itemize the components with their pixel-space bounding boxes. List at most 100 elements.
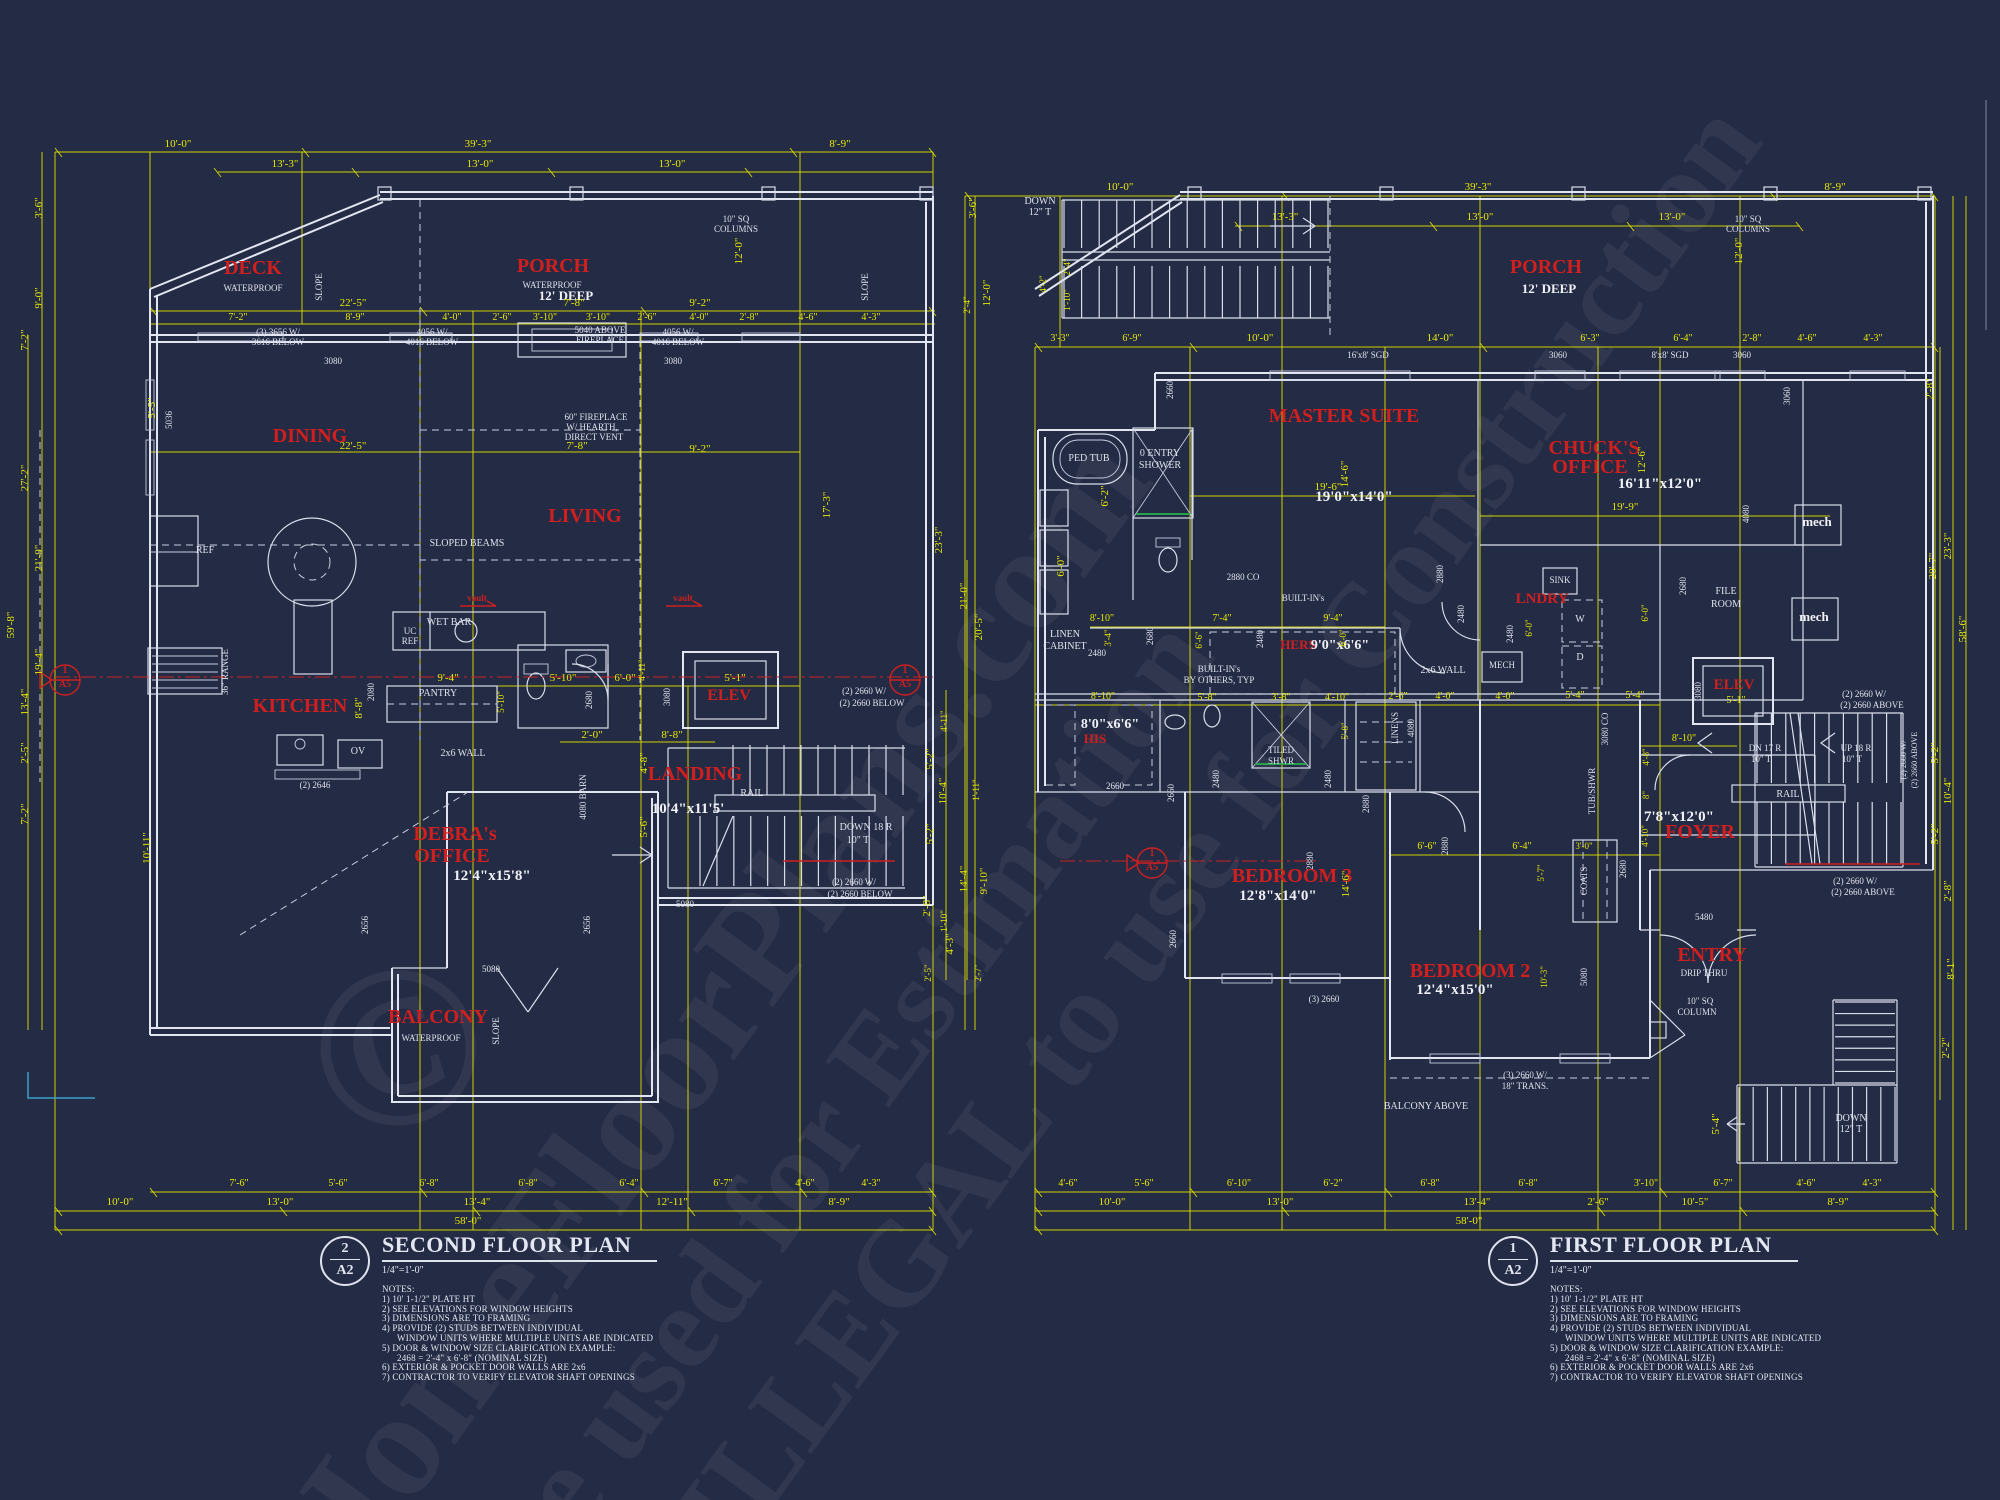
- plan-label: 6'-3": [1580, 333, 1599, 344]
- plan-label: LINENS: [1390, 712, 1400, 744]
- plan-label: OFFICE: [1552, 456, 1628, 478]
- plan-label: WET BAR: [427, 617, 472, 628]
- plan-label: PED TUB: [1068, 453, 1110, 464]
- plan-label: 3'-10": [533, 312, 557, 323]
- plan-label: 5040 ABOVE: [575, 325, 626, 335]
- plan-label: 3'-8": [1271, 692, 1290, 703]
- plan-label: 3060: [1549, 350, 1568, 360]
- plan-label: 2'-4": [1062, 258, 1072, 276]
- plan-label: 8'-10": [1672, 733, 1696, 744]
- plan-label: 3'-10": [586, 312, 610, 323]
- plan-label: 9'0"x6'6": [1311, 638, 1369, 653]
- plan-label: 5'-2": [1929, 742, 1941, 763]
- note-line: 2) SEE ELEVATIONS FOR WINDOW HEIGHTS: [382, 1303, 573, 1314]
- plan-label: 22'-5": [340, 297, 367, 309]
- labels-layer: 10'-0"39'-3"8'-9"13'-3"13'-0"13'-0"3'-6"…: [5, 138, 1969, 1227]
- plan-label: 14'-0": [1427, 332, 1454, 344]
- plan-label: TILED: [1268, 745, 1294, 755]
- plan-scale: 1/4"=1'-0": [1550, 1265, 1592, 1276]
- plan-label: 2880 CO: [1227, 572, 1260, 582]
- plan-label: 2'-6": [1587, 1196, 1608, 1208]
- plan-label: 2x6 WALL: [440, 748, 485, 759]
- plan-label: (2) 2660 ABOVE: [1840, 700, 1904, 710]
- plan-label: 2480: [1255, 630, 1265, 649]
- plan-label: 5'-5": [146, 397, 158, 418]
- plan-label: vault: [673, 593, 693, 603]
- plan-label: 2'-8": [739, 312, 758, 323]
- plan-label: 2'-8": [1942, 880, 1954, 901]
- plan-label: 2'-4": [962, 296, 972, 314]
- plan-label: 8'x8' SGD: [1652, 350, 1689, 360]
- plan-label: 5'-6": [328, 1178, 347, 1189]
- plan-label: 2'-6": [637, 312, 656, 323]
- plan-label: 10" SQ: [1687, 996, 1714, 1006]
- plan-label: DOWN 18 R: [840, 822, 893, 833]
- plan-label: 2660: [1168, 930, 1178, 949]
- plan-label: ELEV: [707, 687, 751, 704]
- plan-label: 2x6 WALL: [1420, 665, 1465, 676]
- note-line: 1) 10' 1-1/2" PLATE HT: [382, 1293, 476, 1304]
- plan-label: LIVING: [548, 505, 622, 527]
- plan-label: 1'-10": [939, 910, 949, 932]
- plan-label: 8'-10": [1091, 691, 1115, 702]
- plan-label: 2656: [582, 916, 592, 935]
- plan-label: 5'-4": [1625, 690, 1644, 701]
- plan-label: 58'-6": [1957, 616, 1969, 643]
- plan-label: LINEN: [1050, 629, 1080, 640]
- plan-label: 6'-8": [1420, 1178, 1439, 1189]
- plan-scale: 1/4"=1'-0": [382, 1265, 424, 1276]
- plan-label: (2) 2660 BELOW: [828, 889, 893, 899]
- section-marker: [39, 664, 921, 696]
- plan-label: 4'-0": [1435, 691, 1454, 702]
- plan-label: 6'-6": [1417, 841, 1436, 852]
- plan-label: 5'-6": [1134, 1178, 1153, 1189]
- plan-label: 4'-11": [939, 710, 949, 732]
- plan-label: 4'-3": [1862, 1178, 1881, 1189]
- plan-label: (3) 2660 W/: [1503, 1070, 1547, 1080]
- plan-label: 1: [63, 665, 68, 676]
- plan-label: 19'-6": [1315, 481, 1342, 493]
- plan-label: 5'-2": [924, 823, 936, 844]
- plan-label: 9'-4": [437, 672, 458, 684]
- plan-label: ELEV: [1714, 677, 1755, 693]
- plan-label: (2) 2660 W/: [1842, 689, 1886, 699]
- plan-label: REF: [196, 545, 215, 556]
- plan-label: 10'-0": [1099, 1196, 1126, 1208]
- plan-label: D: [1576, 652, 1583, 663]
- note-line: 2) SEE ELEVATIONS FOR WINDOW HEIGHTS: [1550, 1303, 1741, 1314]
- plan-label: 8'-10": [1090, 613, 1114, 624]
- plan-label: W: [1575, 614, 1585, 625]
- plan-label: 4056 W/: [662, 327, 694, 337]
- plan-label: vault: [467, 593, 487, 603]
- plan-label: SINK: [1549, 575, 1571, 585]
- plan-label: BEDROOM 2: [1410, 960, 1531, 982]
- plan-label: A5: [1146, 862, 1158, 873]
- plan-label: HERS: [1280, 637, 1315, 652]
- plan-label: 10'-4": [937, 778, 949, 805]
- plan-label: 4'-10": [1640, 825, 1650, 847]
- plan-label: 7'-8": [566, 440, 587, 452]
- plan-label: 2480: [1088, 648, 1107, 658]
- plan-label: COLUMNS: [714, 224, 758, 234]
- plan-label: 6'-4": [1512, 841, 1531, 852]
- plan-label: 10'-5": [1682, 1196, 1709, 1208]
- plan-label: 12" T: [1840, 1124, 1863, 1135]
- plan-label: PORCH: [1510, 256, 1583, 278]
- titleblock-first-floor: 1 A2 FIRST FLOOR PLAN 1/4"=1'-0" NOTES: …: [1488, 1232, 2000, 1383]
- section-marker: [1126, 847, 1168, 879]
- plan-label: mech: [1802, 514, 1832, 529]
- plan-label: 2880: [1361, 795, 1371, 814]
- plan-label: 14'-6": [1339, 461, 1351, 488]
- plan-label: 8": [1641, 791, 1651, 800]
- plan-label: DOWN: [1024, 196, 1055, 207]
- plan-label: 13'-3": [272, 158, 299, 170]
- plan-label: 2880: [1435, 565, 1445, 584]
- plan-label: (3) 2660: [1309, 994, 1340, 1004]
- plan-label: 6'-10": [1227, 1178, 1251, 1189]
- plan-label: 19'-9": [1612, 501, 1639, 513]
- plan-label: 12'4"x15'8": [453, 868, 531, 884]
- plan-label: 12" T: [1029, 207, 1052, 218]
- plan-label: 2880: [1440, 837, 1450, 856]
- plan-label: BUILT-IN's: [1282, 593, 1325, 603]
- plan-label: 9'-0": [33, 287, 45, 308]
